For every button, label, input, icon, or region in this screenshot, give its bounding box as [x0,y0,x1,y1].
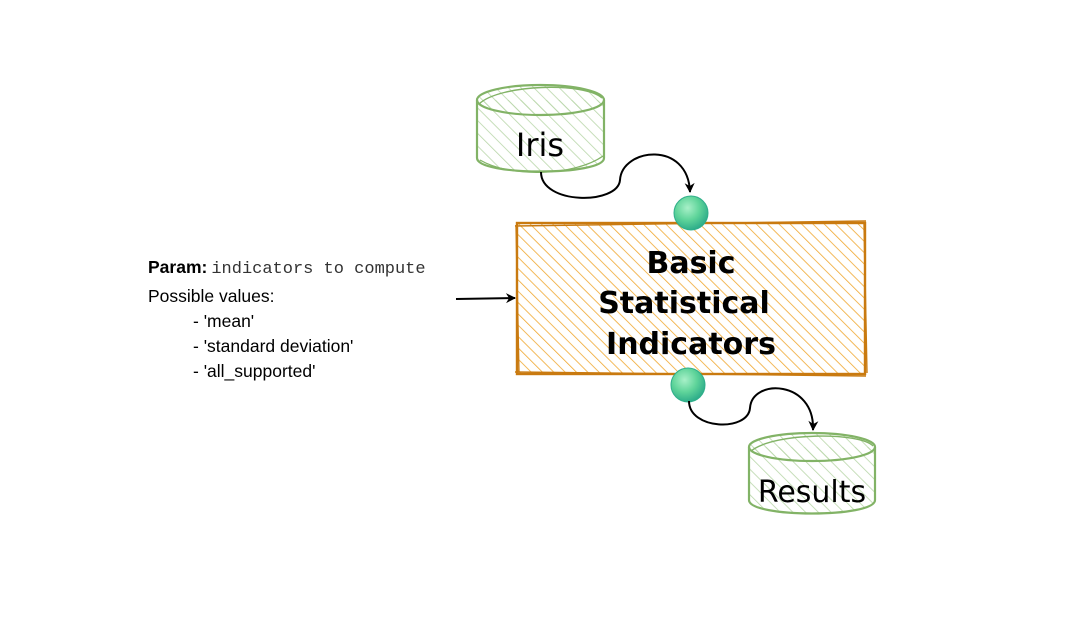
process-input-port-icon[interactable] [673,195,709,231]
possible-value-item: - 'all_supported' [193,361,316,381]
possible-values-title: Possible values: [148,286,275,306]
param-name: indicators to compute [211,260,426,279]
results-label: Results [758,475,866,510]
process-label-line-2: Statistical [598,286,770,321]
results-cylinder-sketch [750,435,874,452]
results-cylinder-top [747,431,877,463]
results-cylinder-body [747,447,877,515]
iris-label: Iris [516,126,564,164]
process-node[interactable]: Basic Statistical Indicators [514,220,868,377]
param-label: Param: [148,257,208,277]
process-output-port-icon[interactable] [670,367,706,403]
param-heading: Param:indicators to compute [148,255,508,282]
process-box [515,221,867,376]
iris-dataset-node[interactable]: Iris [475,83,606,173]
possible-values-list: - 'mean' - 'standard deviation' - 'all_s… [148,309,508,384]
possible-value-item: - 'mean' [193,311,255,331]
param-annotation: Param:indicators to compute Possible val… [148,255,508,384]
results-dataset-node[interactable]: Results [747,431,877,515]
iris-cylinder-sketch-bottom [479,155,604,173]
edge-iris-to-process [540,153,695,199]
iris-cylinder-top [475,83,606,117]
possible-value-item: - 'standard deviation' [193,336,354,356]
param-arrow [455,293,516,304]
iris-cylinder-body [475,100,606,173]
iris-cylinder-sketch [478,86,603,105]
edge-process-to-results [688,387,819,431]
process-label-line-1: Basic [646,246,735,281]
process-label-line-3: Indicators [606,327,776,362]
